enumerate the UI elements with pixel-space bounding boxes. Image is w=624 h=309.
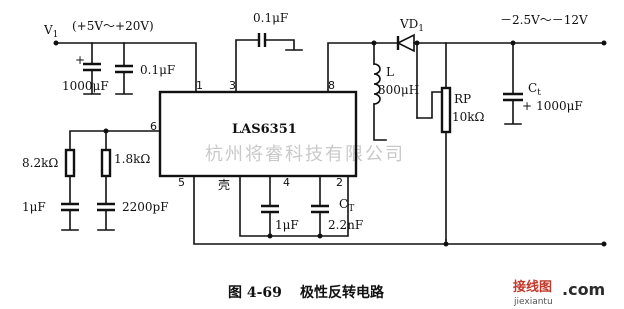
r1-label: 8.2kΩ	[22, 156, 58, 170]
c4-plates	[261, 204, 279, 214]
inductor-value: 300μH	[378, 83, 419, 97]
inductor-label: L	[386, 65, 394, 79]
ct-value: 2.2nF	[328, 218, 363, 232]
c-top-ground	[264, 39, 303, 51]
ct-name: CT	[339, 197, 354, 214]
site-logo: 接线图 .com jiexiantu	[513, 279, 605, 307]
r1-body	[64, 148, 76, 178]
vout-range-label: －2.5V～－12V	[500, 13, 588, 27]
pin-8-label: 8	[328, 79, 335, 92]
cout-ground	[504, 99, 522, 125]
pot-wiper-lead	[416, 91, 443, 119]
pot-body	[440, 86, 452, 134]
cin-elec-ground	[83, 69, 101, 95]
c4-label: 1μF	[275, 218, 299, 232]
pin3-lead	[235, 39, 260, 93]
ic-title: LAS6351	[232, 122, 297, 137]
cin-elec-label: 1000μF	[62, 79, 109, 93]
cin-plates	[115, 64, 133, 74]
vin-rail	[55, 42, 197, 93]
figure-caption: 极性反转电路	[300, 284, 385, 301]
pin6-cap-grounds	[61, 209, 115, 231]
vout-node	[601, 40, 607, 46]
r2-label: 1.8kΩ	[114, 152, 150, 166]
vin-range-label: (+5V～+20V)	[72, 19, 154, 33]
r2-body	[100, 148, 112, 178]
pin6-cap-plates	[61, 202, 115, 212]
r-bottom-leads	[69, 175, 107, 205]
pin-2-label: 2	[336, 176, 343, 189]
c2-label: 2200pF	[122, 200, 169, 214]
diode-triangle	[396, 33, 415, 53]
ground-return	[193, 175, 605, 245]
c-top-label: 0.1μF	[253, 11, 288, 25]
pot-value: 10kΩ	[452, 110, 485, 124]
cout-plates	[503, 92, 523, 102]
pin-1-label: 1	[196, 79, 203, 92]
vin-label: V1	[43, 23, 58, 40]
cin-plus: +	[75, 53, 85, 67]
cin-ground	[115, 71, 133, 95]
cin-label: 0.1μF	[140, 63, 175, 77]
diode-label: VD1	[399, 17, 424, 34]
pin-5-label: 5	[178, 176, 185, 189]
pin-6-label: 6	[150, 120, 157, 133]
logo-dot: .com	[562, 280, 605, 299]
c4-junction	[267, 233, 273, 239]
cout-value: +1000μF	[522, 99, 583, 113]
inductor-bottom-lead	[373, 103, 387, 141]
pin6-lead	[69, 130, 161, 151]
pot-ground-junction	[443, 241, 449, 247]
shell-label: 壳	[218, 178, 230, 192]
figure-number: 图 4-69	[228, 285, 282, 301]
cout-name: Ct	[528, 81, 541, 98]
ct-plates	[311, 204, 329, 214]
pin-4-label: 4	[283, 176, 290, 189]
c-top-plates	[257, 33, 267, 47]
watermark: 杭州将睿科技有限公司	[205, 144, 405, 165]
pot-label: RP	[454, 92, 471, 106]
ct-junction	[317, 233, 323, 239]
cin-elec-plates	[83, 62, 101, 72]
ic-body	[158, 90, 358, 178]
inner-ground-bus	[239, 175, 349, 237]
logo-cn: 接线图	[513, 279, 552, 295]
logo-en: jiexiantu	[513, 297, 553, 307]
c1-label: 1μF	[22, 200, 46, 214]
ground-node	[601, 241, 607, 247]
inductor-coil	[373, 63, 381, 105]
pin-3-label: 3	[229, 79, 236, 92]
